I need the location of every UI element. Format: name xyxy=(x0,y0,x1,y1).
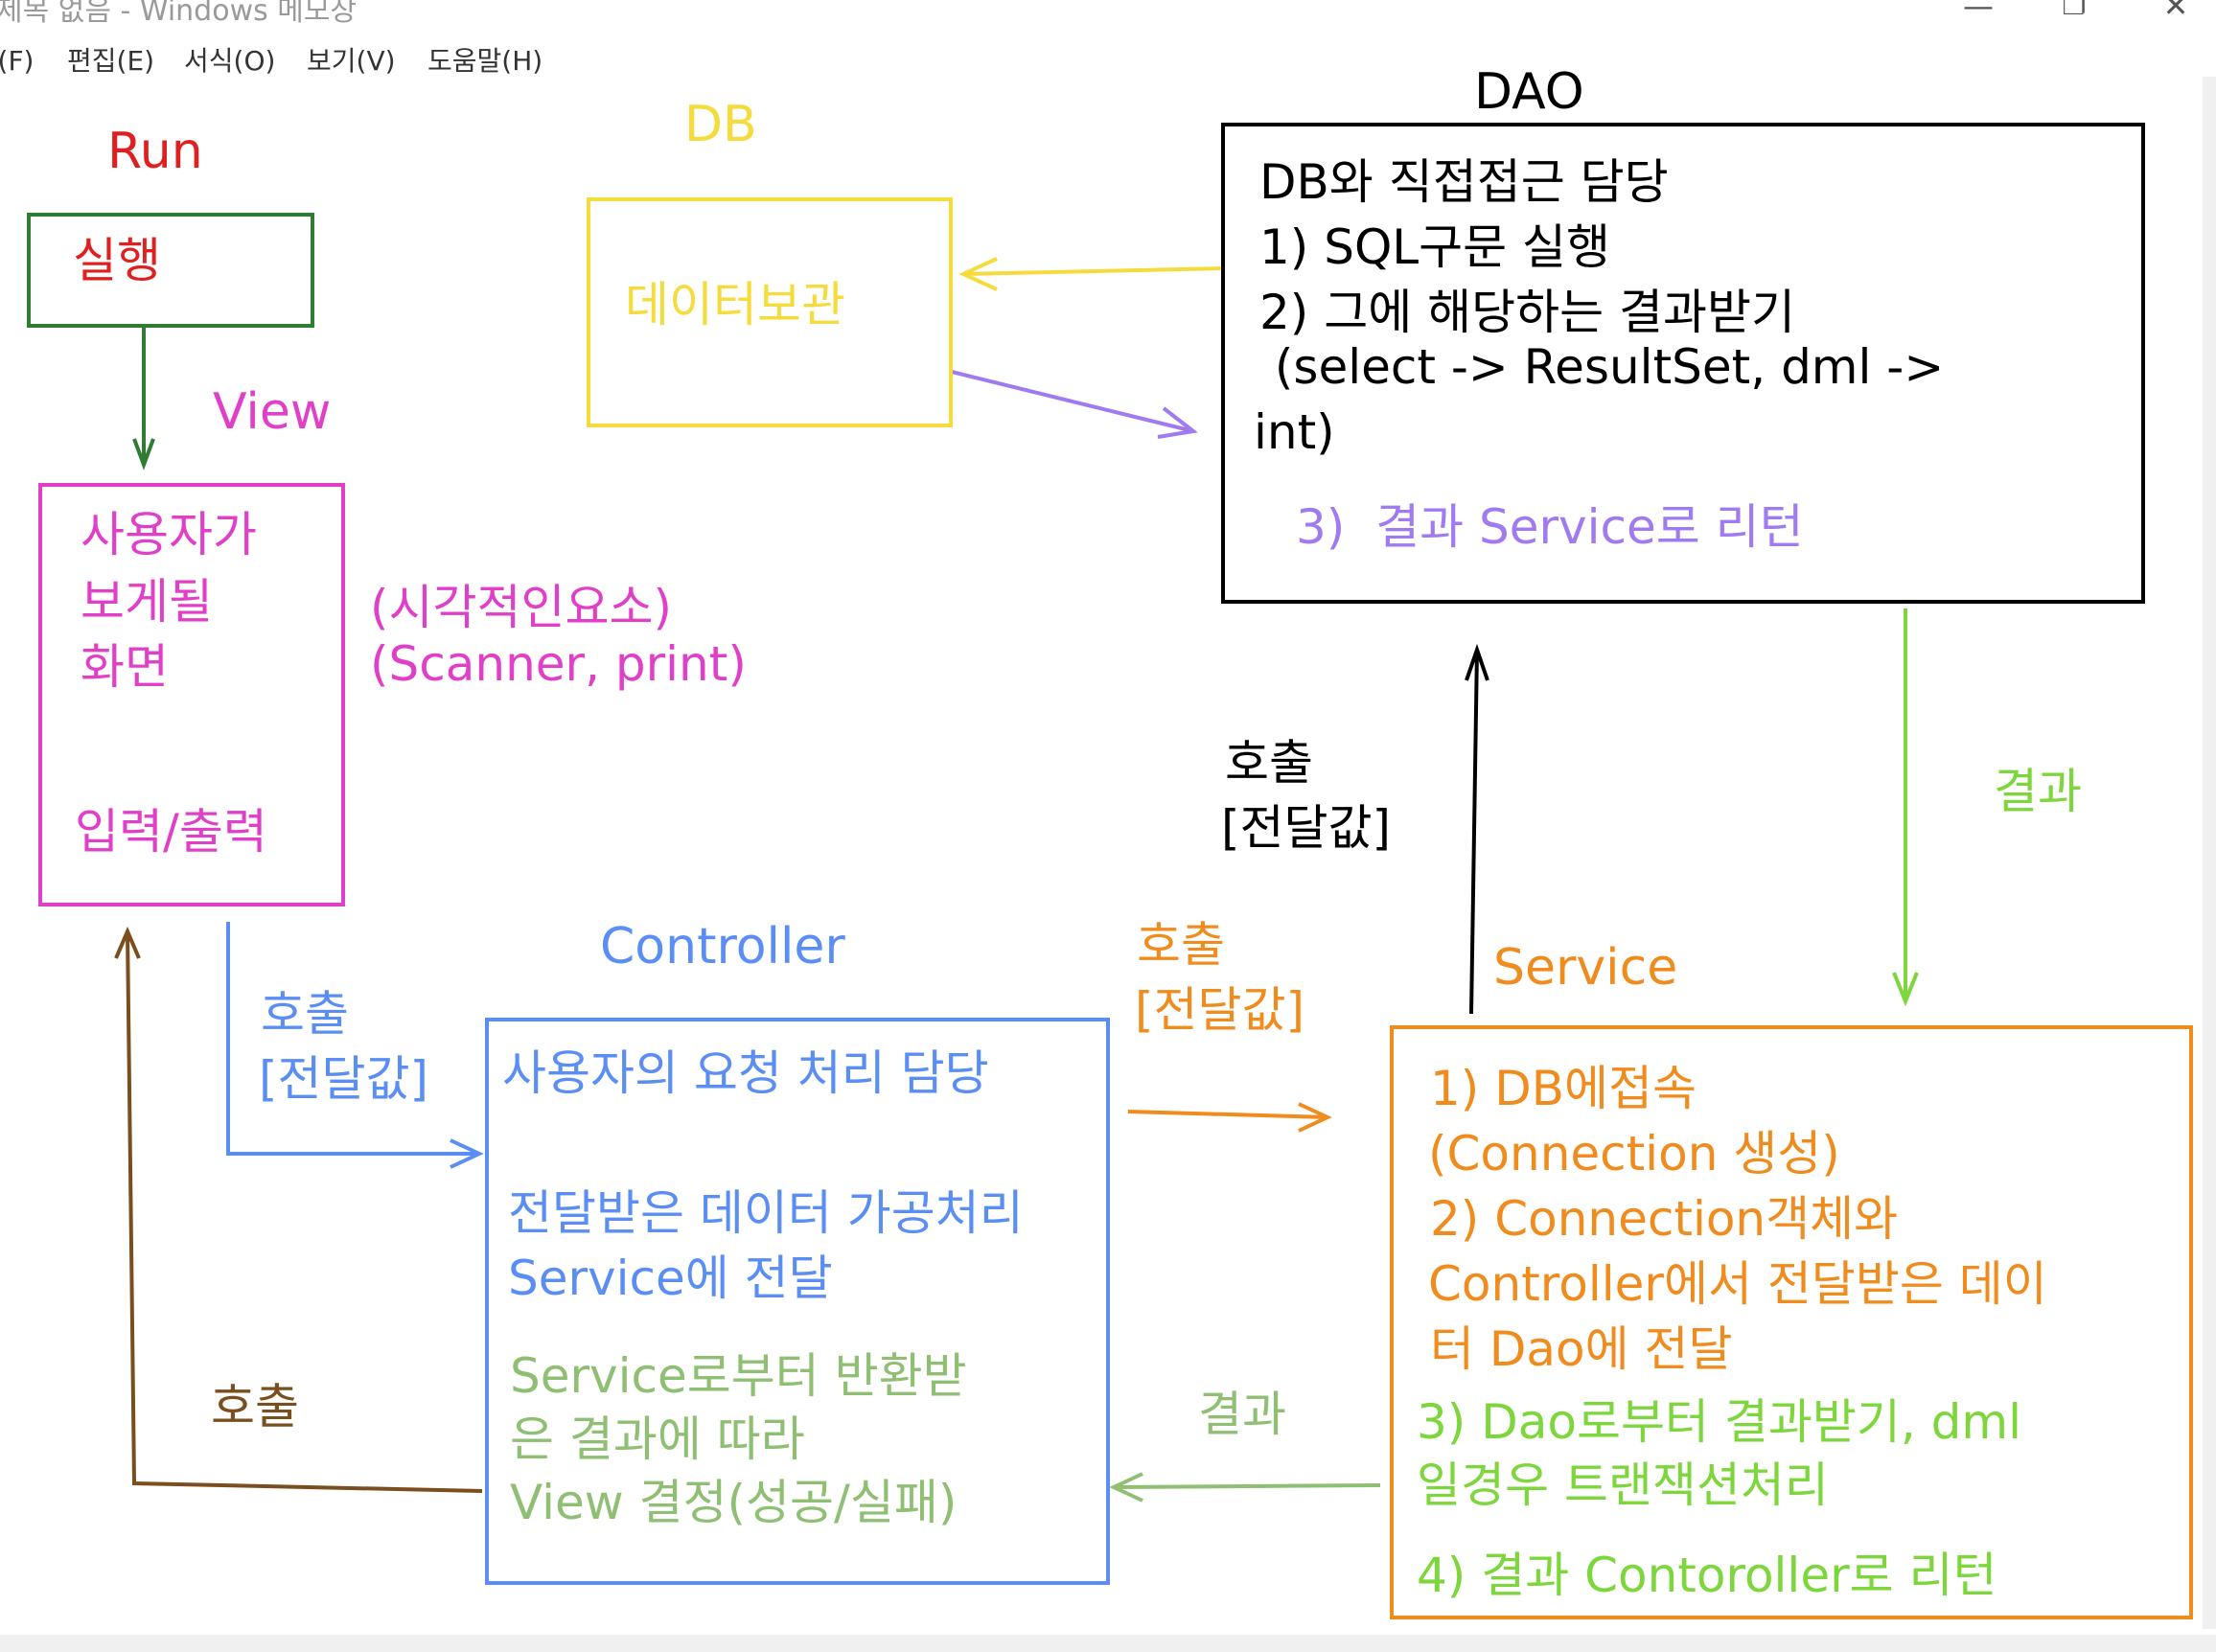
run-box: 실행 xyxy=(27,213,314,328)
window-title: 제목 없음 - Windows 메모장 xyxy=(0,0,358,28)
dao-line-4: (select -> ResultSet, dml -> xyxy=(1259,339,1945,395)
service-line-2: (Connection 생성) xyxy=(1428,1126,1840,1182)
label-controller-call: 호출 xyxy=(1137,917,1225,973)
dao-line-6: 3) 결과 Service로 리턴 xyxy=(1296,499,1804,555)
service-box: 1) DB에접속 (Connection 생성) 2) Connection객체… xyxy=(1390,1025,2193,1619)
arrow-service-to-controller xyxy=(1109,1472,1381,1503)
controller-heading: Controller xyxy=(600,918,845,975)
service-line-6: 3) Dao로부터 결과받기, dml xyxy=(1417,1394,2021,1450)
maximize-button[interactable]: ❐ xyxy=(2062,0,2087,21)
controller-line-5: 은 결과에 따라 xyxy=(510,1411,805,1467)
view-line-3: 화면 xyxy=(81,639,169,695)
menu-format[interactable]: 서식(O) xyxy=(184,45,276,77)
label-service-result: 결과 xyxy=(1198,1387,1286,1442)
run-heading: Run xyxy=(107,123,203,180)
menu-file[interactable]: 파일(F) xyxy=(0,45,35,77)
view-line-4: 입력/출력 xyxy=(75,804,267,860)
db-text: 데이터보관 xyxy=(625,277,845,333)
controller-line-3: Service에 전달 xyxy=(508,1250,833,1306)
run-text: 실행 xyxy=(73,233,161,288)
service-line-3: 2) Connection객체와 xyxy=(1430,1191,1899,1247)
controller-box: 사용자의 요청 처리 담당 전달받은 데이터 가공처리 Service에 전달 … xyxy=(485,1018,1110,1585)
label-service-value: [전달값] xyxy=(1221,800,1392,856)
arrow-run-to-view xyxy=(132,324,155,470)
service-line-5: 터 Dao에 전달 xyxy=(1430,1321,1733,1377)
service-line-7: 일경우 트랜잭션처리 xyxy=(1417,1457,1829,1513)
close-button[interactable]: ✕ xyxy=(2162,0,2189,24)
view-line-2: 보게될 xyxy=(81,574,213,630)
view-side-1: (시각적인요소) xyxy=(370,580,673,635)
db-heading: DB xyxy=(684,96,757,153)
arrow-db-to-dao xyxy=(951,370,1198,439)
arrow-controller-to-service xyxy=(1127,1102,1332,1133)
arrow-dao-to-service xyxy=(1892,608,1919,1007)
diagram-connectors xyxy=(114,257,1919,1503)
label-controller-view-call: 호출 xyxy=(211,1379,299,1434)
view-line-1: 사용자가 xyxy=(81,507,257,562)
menu-edit[interactable]: 편집(E) xyxy=(67,45,155,77)
menu-view[interactable]: 보기(V) xyxy=(307,45,396,77)
controller-line-1: 사용자의 요청 처리 담당 xyxy=(502,1045,989,1101)
arrow-service-to-dao xyxy=(1465,643,1489,1015)
service-heading: Service xyxy=(1493,939,1678,997)
arrow-controller-to-view xyxy=(114,926,483,1493)
dao-line-2: 1) SQL구문 실행 xyxy=(1259,219,1611,275)
label-dao-result: 결과 xyxy=(1994,764,2082,819)
view-heading: View xyxy=(213,383,332,441)
view-side-2: (Scanner, print) xyxy=(370,636,747,692)
service-line-4: Controller에서 전달받은 데이 xyxy=(1428,1256,2047,1312)
window-titlebar: 제목 없음 - Windows 메모장 — ❐ ✕ xyxy=(0,0,2216,38)
service-line-1: 1) DB에접속 xyxy=(1430,1061,1697,1116)
dao-line-3: 2) 그에 해당하는 결과받기 xyxy=(1259,285,1795,340)
dao-box: DB와 직접접근 담당 1) SQL구문 실행 2) 그에 해당하는 결과받기 … xyxy=(1221,123,2145,604)
service-line-8: 4) 결과 Contoroller로 리턴 xyxy=(1417,1548,1997,1603)
menu-help[interactable]: 도움말(H) xyxy=(427,45,543,77)
controller-line-4: Service로부터 반환받 xyxy=(510,1348,967,1404)
controller-line-6: View 결정(성공/실패) xyxy=(510,1475,958,1530)
minimize-button[interactable]: — xyxy=(1963,0,1994,24)
editor-canvas[interactable]: Run 실행 DB 데이터보관 DAO DB와 직접접근 담당 1) SQL구문… xyxy=(0,63,2204,1629)
vertical-scrollbar[interactable] xyxy=(2203,77,2216,1629)
arrow-view-to-controller xyxy=(226,922,484,1169)
horizontal-scrollbar[interactable] xyxy=(0,1635,2216,1652)
label-view-call: 호출 xyxy=(261,986,349,1042)
view-box: 사용자가 보게될 화면 입력/출력 xyxy=(38,483,345,906)
label-view-value: [전달값] xyxy=(259,1051,429,1107)
label-service-call: 호출 xyxy=(1225,735,1313,791)
arrow-dao-to-db xyxy=(958,257,1226,291)
db-box: 데이터보관 xyxy=(587,197,953,427)
dao-line-1: DB와 직접접근 담당 xyxy=(1259,154,1669,210)
dao-line-5: int) xyxy=(1254,404,1335,460)
controller-line-2: 전달받은 데이터 가공처리 xyxy=(508,1185,1024,1241)
label-controller-value: [전달값] xyxy=(1135,982,1305,1038)
dao-heading: DAO xyxy=(1474,63,1584,121)
menu-bar: 파일(F) 편집(E) 서식(O) 보기(V) 도움말(H) xyxy=(0,38,2216,77)
